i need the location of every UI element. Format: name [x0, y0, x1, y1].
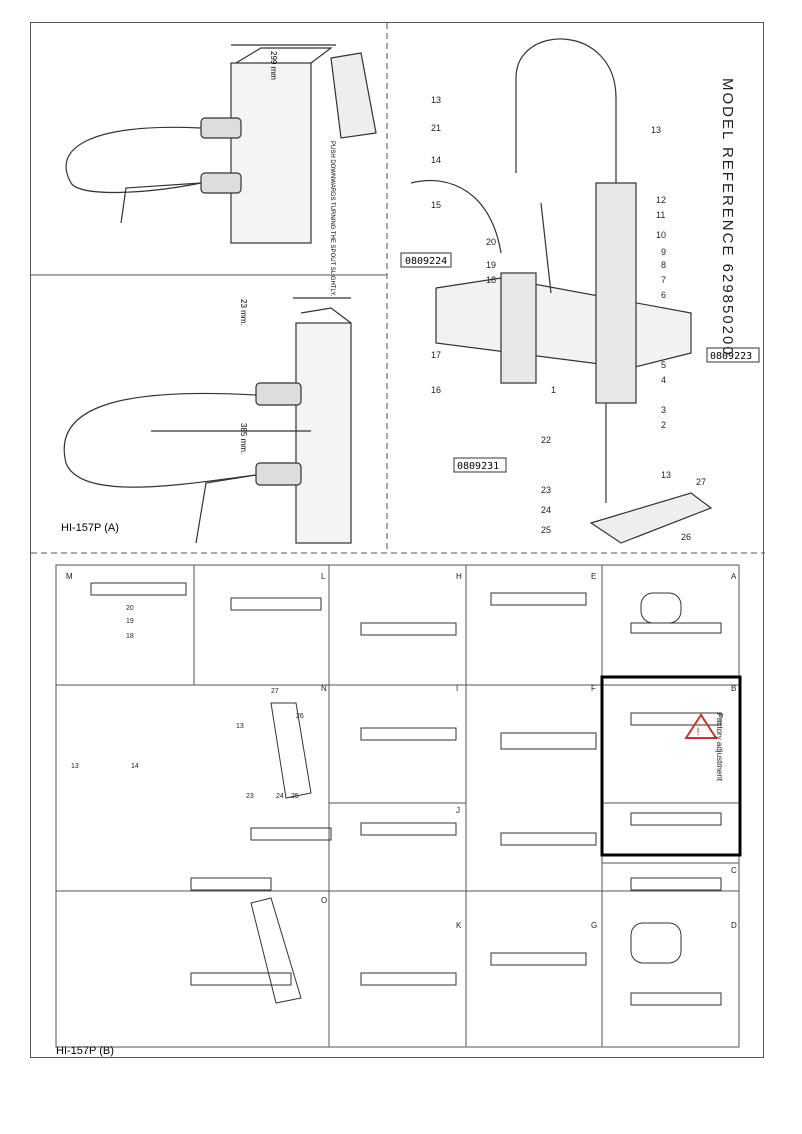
svg-text:14: 14 [431, 155, 441, 165]
svg-text:27: 27 [271, 688, 279, 695]
variant-a-label: HI-157P (A) [61, 522, 119, 534]
svg-text:M: M [66, 572, 73, 581]
svg-text:20: 20 [126, 605, 134, 612]
step-panels-grid [55, 564, 740, 1048]
svg-text:J: J [456, 806, 460, 815]
svg-text:5: 5 [661, 360, 666, 370]
dimension-length: 385 mm. [239, 423, 248, 454]
svg-text:1: 1 [551, 385, 556, 395]
svg-text:18: 18 [486, 275, 496, 285]
svg-text:H: H [456, 572, 462, 581]
svg-text:A: A [731, 572, 737, 581]
svg-text:F: F [591, 684, 596, 693]
push-instruction: PUSH DOWNWARDS TURNING THE SPOUT SLIGHTL… [329, 141, 335, 297]
factory-adjustment-label: Factory adjustment [715, 713, 724, 782]
code-box-2: 0809223 [710, 351, 752, 362]
svg-text:6: 6 [661, 290, 666, 300]
installation-view-top [65, 44, 377, 244]
instruction-sheet: 299 mm PUSH DOWNWARDS TURNING THE SPOUT … [30, 22, 765, 1058]
exploded-view [410, 38, 713, 544]
svg-text:4: 4 [661, 375, 666, 385]
dimension-top: 299 mm [269, 51, 278, 80]
model-reference: MODEL REFERENCE 629850200 [719, 78, 736, 357]
svg-text:18: 18 [126, 633, 134, 640]
svg-text:N: N [321, 684, 327, 693]
panel-b-highlight [600, 675, 742, 857]
svg-text:13: 13 [431, 95, 441, 105]
svg-text:19: 19 [486, 260, 496, 270]
svg-text:13: 13 [71, 763, 79, 770]
svg-text:26: 26 [681, 532, 691, 542]
svg-text:12: 12 [656, 195, 666, 205]
svg-text:22: 22 [541, 435, 551, 445]
svg-text:O: O [321, 896, 327, 905]
svg-text:G: G [591, 921, 597, 930]
code-box-1: 0809224 [405, 256, 447, 267]
panel-sketches [90, 582, 722, 1006]
variant-b-label: HI-157P (B) [56, 1045, 114, 1057]
code-box-3: 0809231 [457, 461, 499, 472]
svg-text:L: L [321, 572, 326, 581]
svg-text:13: 13 [236, 723, 244, 730]
svg-text:K: K [456, 921, 462, 930]
svg-text:21: 21 [431, 123, 441, 133]
svg-text:E: E [591, 572, 596, 581]
svg-text:16: 16 [431, 385, 441, 395]
svg-text:B: B [731, 684, 736, 693]
svg-text:25: 25 [291, 793, 299, 800]
svg-text:24: 24 [276, 793, 284, 800]
svg-text:20: 20 [486, 237, 496, 247]
svg-text:11: 11 [656, 210, 665, 220]
svg-text:3: 3 [661, 405, 666, 415]
warning-icon [684, 713, 718, 739]
svg-text:23: 23 [246, 793, 254, 800]
panel-part-labels: 13 14 13 23 24 25 26 27 18 19 20 [71, 605, 304, 800]
svg-text:27: 27 [696, 477, 706, 487]
svg-text:7: 7 [661, 275, 666, 285]
svg-text:19: 19 [126, 618, 134, 625]
dimension-side: 23 mm. [239, 299, 248, 326]
svg-text:D: D [731, 921, 737, 930]
svg-text:10: 10 [656, 230, 666, 240]
part-number-labels: 1 2 3 4 5 6 7 8 9 10 11 12 13 13 13 14 1… [431, 95, 706, 542]
svg-text:17: 17 [431, 350, 441, 360]
svg-text:15: 15 [431, 200, 441, 210]
svg-text:14: 14 [131, 763, 139, 770]
svg-text:13: 13 [661, 470, 671, 480]
svg-text:9: 9 [661, 247, 666, 257]
svg-text:!: ! [696, 726, 699, 738]
svg-text:26: 26 [296, 713, 304, 720]
svg-text:23: 23 [541, 485, 551, 495]
installation-view-middle [63, 297, 352, 544]
svg-text:2: 2 [661, 420, 666, 430]
panel-letters: A B C D E F G H I J K L M N O [66, 572, 737, 930]
svg-text:I: I [456, 684, 458, 693]
svg-text:8: 8 [661, 260, 666, 270]
svg-text:24: 24 [541, 505, 551, 515]
svg-text:C: C [731, 866, 737, 875]
svg-text:25: 25 [541, 525, 551, 535]
svg-text:13: 13 [651, 125, 661, 135]
